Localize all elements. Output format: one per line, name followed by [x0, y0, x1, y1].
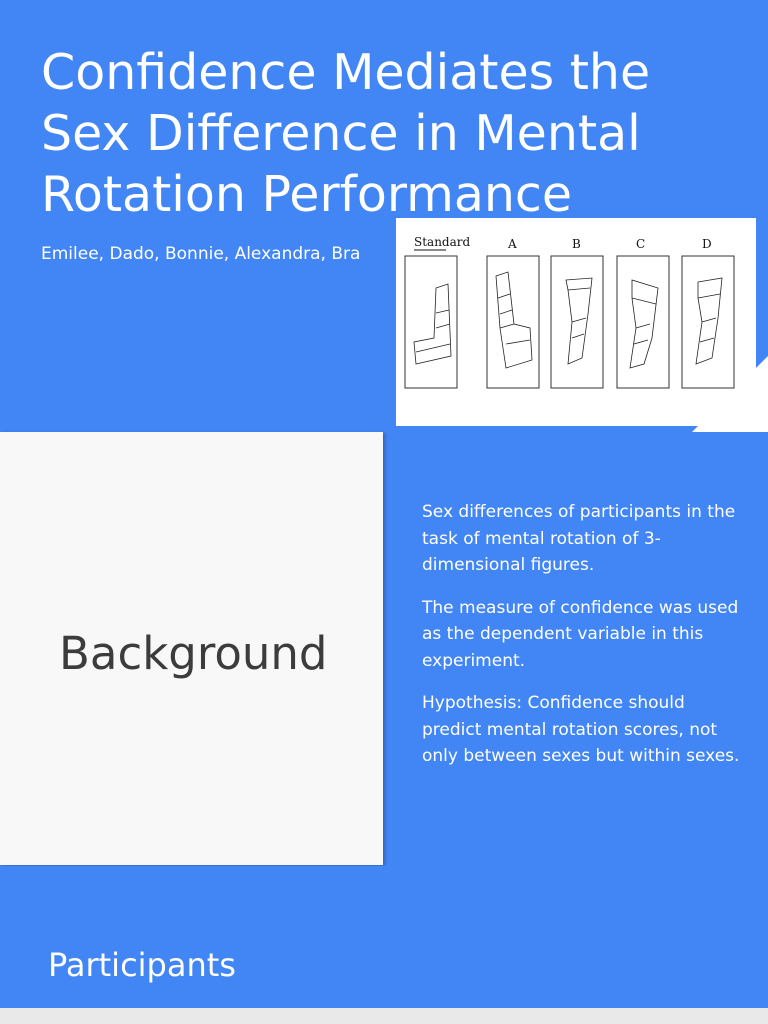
participants-heading: Participants — [48, 946, 236, 984]
presentation-title: Confidence Mediates the Sex Difference i… — [41, 44, 651, 223]
participants-slide: Participants — [0, 866, 768, 1008]
figure-label-c: C — [636, 237, 645, 251]
mental-rotation-figure: Standard A B C D — [396, 218, 756, 426]
background-body: Sex differences of participants in the t… — [422, 499, 742, 786]
background-heading: Background — [59, 627, 328, 680]
background-paragraph-hypothesis: Hypothesis: Confidence should predict me… — [422, 693, 740, 766]
figure-label-standard: Standard — [414, 235, 470, 249]
figure-frame-d — [681, 255, 735, 389]
block-shape-a — [495, 271, 533, 369]
block-shape-c — [629, 279, 659, 369]
block-shape-b — [565, 277, 593, 365]
figure-frame-b — [550, 255, 604, 389]
background-slide: Background Sex differences of participan… — [0, 432, 768, 866]
background-heading-panel: Background — [0, 432, 383, 865]
title-slide: Confidence Mediates the Sex Difference i… — [0, 0, 768, 432]
page-bottom-edge — [0, 1008, 768, 1024]
background-paragraph-sex-differences: Sex differences of participants in the t… — [422, 502, 736, 575]
figure-frame-standard — [404, 255, 458, 389]
figure-frame-a — [486, 255, 540, 389]
figure-label-d: D — [702, 237, 712, 251]
block-shape-standard — [413, 283, 452, 365]
figure-frame-c — [616, 255, 670, 389]
figure-label-a: A — [507, 237, 517, 251]
block-shape-d — [695, 277, 723, 365]
mental-rotation-figure-svg: Standard A B C D — [404, 235, 735, 389]
author-list: Emilee, Dado, Bonnie, Alexandra, Bra — [41, 244, 361, 264]
background-paragraph-confidence-measure: The measure of confidence was used as th… — [422, 597, 739, 671]
figure-label-b: B — [572, 237, 581, 251]
